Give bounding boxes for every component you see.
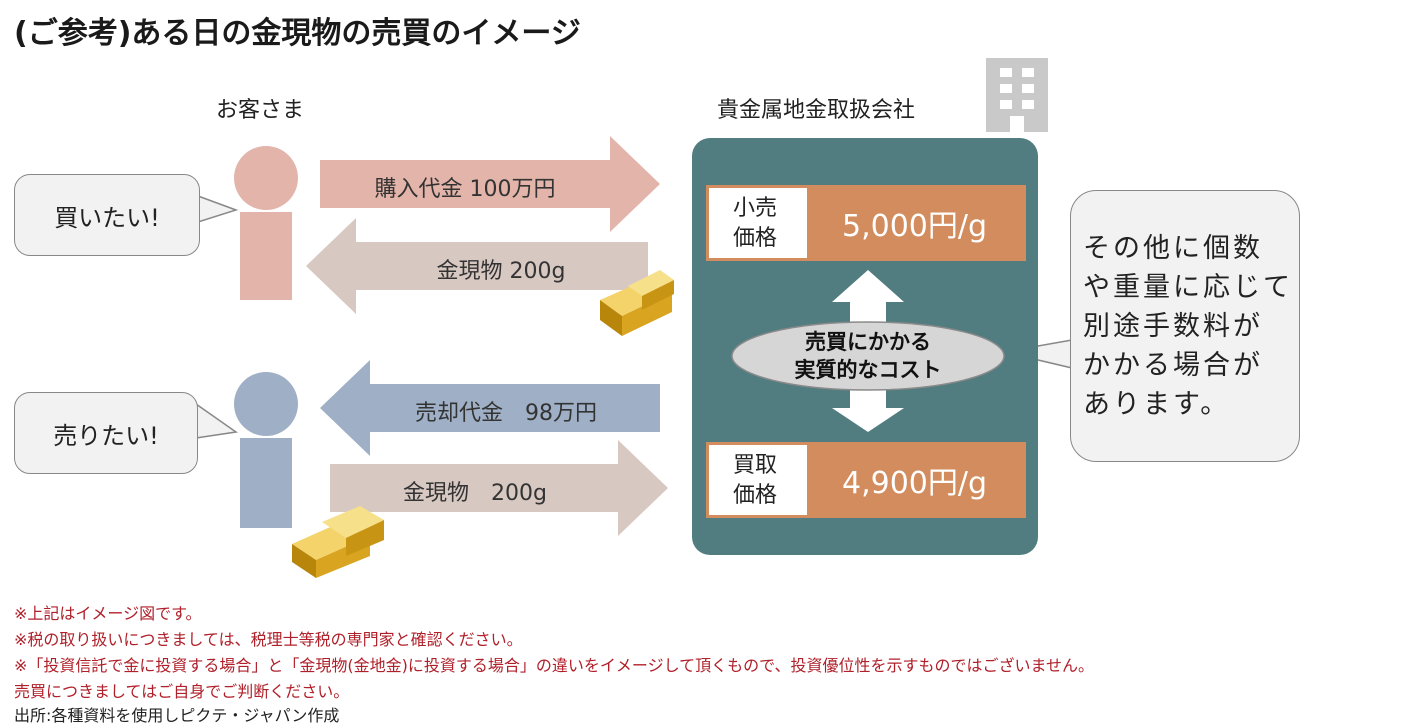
buyer-figure-head xyxy=(234,146,298,210)
gold-to-buyer-label: 金現物 200g xyxy=(436,259,566,284)
buyback-price-row: 買取 価格 4,900円/g xyxy=(706,442,1026,518)
gold-bar-icon xyxy=(292,506,384,578)
page-title: (ご参考)ある日の金現物の売買のイメージ xyxy=(14,16,581,51)
buyer-figure-body xyxy=(240,212,292,300)
gold-from-seller-arrow xyxy=(330,440,668,536)
footnote-source: 出所:各種資料を使用しピクテ・ジャパン作成 xyxy=(14,706,340,725)
footnote-disclaimer: ※「投資信託で金に投資する場合」と「金現物(金地金)に投資する場合」の違いをイメ… xyxy=(14,656,1094,675)
bubble-tail xyxy=(195,402,238,439)
purchase-payment-arrow xyxy=(320,136,660,232)
footnote-image-note: ※上記はイメージ図です。 xyxy=(14,604,202,623)
sell-bubble: 売りたい! xyxy=(14,392,198,474)
building-icon xyxy=(986,58,1048,132)
bubble-tail xyxy=(197,194,239,224)
retail-price-label: 小売 価格 xyxy=(706,185,810,261)
sale-payment-arrow xyxy=(320,360,660,456)
seller-figure-head xyxy=(234,372,298,436)
buy-bubble: 買いたい! xyxy=(14,174,200,256)
gold-bar-icon xyxy=(600,270,674,336)
fee-note-bubble: その他に個数 や重量に応じて 別途手数料が かかる場合が あります。 xyxy=(1070,190,1300,462)
retail-price-row: 小売 価格 5,000円/g xyxy=(706,185,1026,261)
real-cost-label: 売買にかかる 実質的なコスト xyxy=(794,330,942,382)
seller-figure-body xyxy=(240,438,292,528)
sale-payment-label: 売却代金 98万円 xyxy=(415,401,597,426)
footnote-judgement: 売買につきましてはご自身でご判断ください。 xyxy=(14,682,350,701)
buyback-price-value: 4,900円/g xyxy=(810,442,1026,518)
footnote-tax-note: ※税の取り扱いにつきましては、税理士等税の専門家と確認ください。 xyxy=(14,630,523,649)
dealer-label: 貴金属地金取扱会社 xyxy=(717,98,916,123)
purchase-payment-label: 購入代金 100万円 xyxy=(374,177,556,202)
customer-label: お客さま xyxy=(216,98,305,123)
buyback-price-label: 買取 価格 xyxy=(706,442,810,518)
cost-ellipse xyxy=(731,321,1005,391)
retail-price-value: 5,000円/g xyxy=(810,185,1026,261)
gold-from-seller-label: 金現物 200g xyxy=(403,481,547,506)
gold-to-buyer-arrow xyxy=(306,218,648,314)
